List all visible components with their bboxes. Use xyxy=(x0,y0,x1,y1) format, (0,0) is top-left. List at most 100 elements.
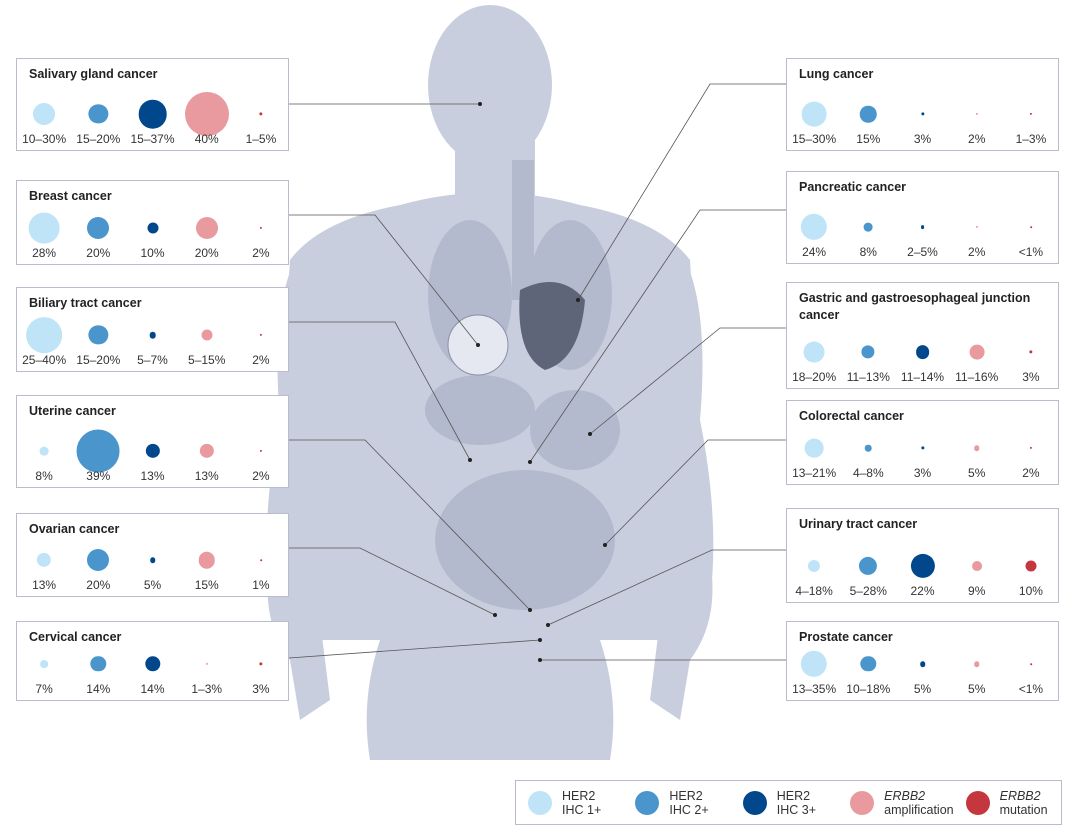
frequency-amp: 15% xyxy=(180,542,234,592)
frequency-bubble xyxy=(259,226,262,230)
connector-lines xyxy=(288,83,786,661)
frequency-label: 13–21% xyxy=(792,466,837,480)
frequency-row: 25–40%15–20%5–7%5–15%2% xyxy=(17,317,288,367)
frequency-bubble xyxy=(205,662,208,666)
frequency-mut: 1% xyxy=(234,542,288,592)
frequency-label: 15–30% xyxy=(792,132,837,146)
frequency-bubble xyxy=(801,101,827,127)
frequency-label: 24% xyxy=(802,245,827,259)
frequency-bubble xyxy=(259,112,263,116)
frequency-ihc2: 15% xyxy=(841,96,895,146)
frequency-label: 15–20% xyxy=(76,132,121,146)
frequency-row: 4–18%5–28%22%9%10% xyxy=(787,548,1058,598)
frequency-label: 13% xyxy=(140,469,165,483)
frequency-ihc2: 10–18% xyxy=(841,646,895,696)
frequency-label: 20% xyxy=(86,246,111,260)
frequency-label: 5% xyxy=(913,682,932,696)
frequency-bubble xyxy=(973,445,980,451)
frequency-bubble xyxy=(201,329,213,341)
frequency-label: 5% xyxy=(968,466,986,480)
frequency-label: 15–37% xyxy=(130,132,175,146)
frequency-bubble xyxy=(145,443,160,459)
frequency-label: 40% xyxy=(194,132,219,146)
frequency-ihc1: 25–40% xyxy=(17,317,71,367)
cancer-title: Uterine cancer xyxy=(29,404,116,418)
frequency-row: 7%14%14%1–3%3% xyxy=(17,646,288,696)
frequency-label: 20% xyxy=(194,246,219,260)
frequency-label: 2% xyxy=(252,246,270,260)
legend-swatch xyxy=(965,790,990,815)
cancer-title: Colorectal cancer xyxy=(799,409,904,423)
frequency-ihc2: 20% xyxy=(71,210,125,260)
cancer-box: Gastric and gastroesophageal junction ca… xyxy=(786,282,1059,389)
legend-line2: IHC 3+ xyxy=(776,802,817,817)
frequency-ihc3: 5% xyxy=(895,646,949,696)
frequency-bubble xyxy=(1029,446,1032,450)
frequency-mut: 10% xyxy=(1004,548,1058,598)
frequency-ihc2: 15–20% xyxy=(71,96,125,146)
frequency-amp: 11–16% xyxy=(950,334,1004,384)
frequency-bubble xyxy=(184,92,229,136)
frequency-bubble xyxy=(800,213,828,241)
frequency-ihc1: 10–30% xyxy=(17,96,71,146)
frequency-label: 1–3% xyxy=(191,682,223,696)
frequency-bubble xyxy=(88,325,108,345)
frequency-bubble xyxy=(910,553,935,579)
stomach xyxy=(530,390,620,470)
frequency-label: 15% xyxy=(194,578,219,592)
frequency-bubble xyxy=(863,222,873,232)
frequency-ihc1: 13–35% xyxy=(787,646,841,696)
frequency-bubble xyxy=(860,105,877,123)
frequency-ihc1: 28% xyxy=(17,210,71,260)
frequency-row: 8%39%13%13%2% xyxy=(17,429,288,483)
frequency-mut: <1% xyxy=(1004,646,1058,696)
frequency-mut: 2% xyxy=(234,433,288,483)
frequency-bubble xyxy=(915,345,930,359)
frequency-bubble xyxy=(195,217,218,239)
frequency-bubble xyxy=(259,333,262,337)
trachea xyxy=(512,160,534,300)
intestines xyxy=(435,470,615,610)
liver xyxy=(425,375,535,445)
frequency-ihc1: 13% xyxy=(17,542,71,592)
frequency-bubble xyxy=(971,561,982,571)
frequency-label: 3% xyxy=(913,132,932,146)
frequency-label: 5% xyxy=(968,682,986,696)
frequency-bubble xyxy=(149,331,156,339)
frequency-bubble xyxy=(260,559,262,561)
frequency-label: 39% xyxy=(86,469,111,483)
frequency-mut: 3% xyxy=(1004,334,1058,384)
frequency-bubble xyxy=(36,552,52,568)
legend-line1: ERBB2 xyxy=(999,788,1041,803)
frequency-bubble xyxy=(920,112,925,116)
frequency-label: 2% xyxy=(252,469,270,483)
legend-line2: IHC 1+ xyxy=(562,802,602,817)
frequency-label: 7% xyxy=(35,682,53,696)
cancer-title: Biliary tract cancer xyxy=(29,296,142,310)
frequency-ihc2: 14% xyxy=(71,646,125,696)
frequency-mut: 2% xyxy=(234,317,288,367)
frequency-ihc1: 15–30% xyxy=(787,96,841,146)
frequency-label: 5–7% xyxy=(137,353,168,367)
frequency-amp: 1–3% xyxy=(180,646,234,696)
frequency-amp: 13% xyxy=(180,433,234,483)
legend-swatch xyxy=(528,790,552,815)
frequency-label: 13% xyxy=(32,578,57,592)
frequency-ihc1: 7% xyxy=(17,646,71,696)
frequency-bubble xyxy=(259,449,262,453)
frequency-mut: 2% xyxy=(234,210,288,260)
frequency-label: 11–16% xyxy=(955,370,999,384)
frequency-label: 2% xyxy=(968,132,986,146)
frequency-bubble xyxy=(865,444,872,452)
frequency-label: 11–14% xyxy=(900,370,945,384)
frequency-label: 5–28% xyxy=(849,584,887,598)
frequency-bubble xyxy=(861,345,875,359)
frequency-bubble xyxy=(144,656,161,672)
